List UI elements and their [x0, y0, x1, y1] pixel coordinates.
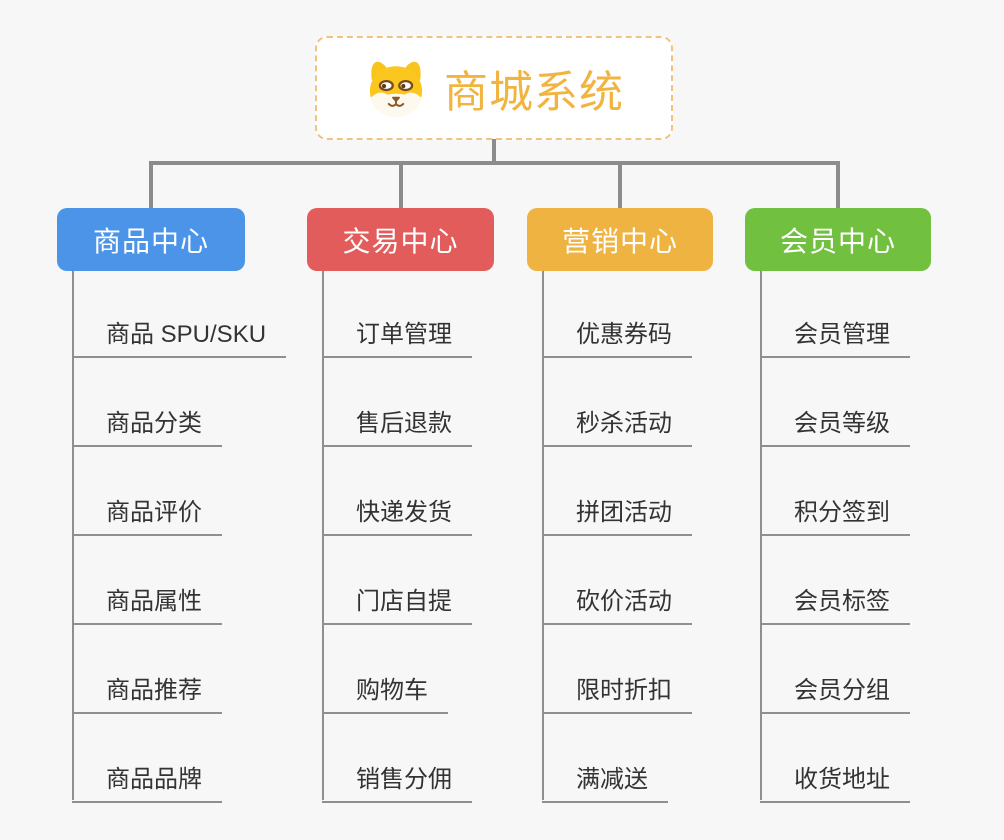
- leaf-item[interactable]: 砍价活动: [542, 585, 692, 625]
- leaf-item[interactable]: 订单管理: [322, 318, 472, 358]
- leaf-item[interactable]: 销售分佣: [322, 763, 472, 803]
- leaf-item[interactable]: 门店自提: [322, 585, 472, 625]
- root-connector-line: [492, 139, 496, 165]
- branch-node-2[interactable]: 营销中心: [527, 208, 713, 271]
- leaf-item[interactable]: 售后退款: [322, 407, 472, 447]
- leaf-item[interactable]: 商品品牌: [72, 763, 222, 803]
- leaf-item[interactable]: 购物车: [322, 674, 448, 714]
- dog-face-icon: [364, 59, 428, 117]
- trunk-line: [149, 161, 840, 165]
- root-node[interactable]: 商城系统: [315, 36, 673, 140]
- leaf-item[interactable]: 会员标签: [760, 585, 910, 625]
- leaf-item[interactable]: 满减送: [542, 763, 668, 803]
- branch-drop-line-0: [149, 161, 153, 208]
- leaf-item[interactable]: 限时折扣: [542, 674, 692, 714]
- leaf-item[interactable]: 会员分组: [760, 674, 910, 714]
- branch-node-1[interactable]: 交易中心: [307, 208, 494, 271]
- branch-drop-line-1: [398, 161, 403, 208]
- leaf-item[interactable]: 会员管理: [760, 318, 910, 358]
- leaf-item[interactable]: 商品评价: [72, 496, 222, 536]
- leaf-item[interactable]: 收货地址: [760, 763, 910, 803]
- leaf-item[interactable]: 商品 SPU/SKU: [72, 318, 287, 358]
- leaf-item[interactable]: 会员等级: [760, 407, 910, 447]
- leaf-item[interactable]: 拼团活动: [542, 496, 692, 536]
- branch-drop-line-2: [618, 161, 622, 208]
- leaf-item[interactable]: 商品分类: [72, 407, 222, 447]
- branch-node-0[interactable]: 商品中心: [57, 208, 245, 271]
- branch-drop-line-3: [836, 161, 840, 208]
- leaf-item[interactable]: 商品推荐: [72, 674, 222, 714]
- leaf-item[interactable]: 商品属性: [72, 585, 222, 625]
- leaf-item[interactable]: 优惠券码: [542, 318, 692, 358]
- root-label: 商城系统: [444, 68, 624, 117]
- leaf-item[interactable]: 积分签到: [760, 496, 910, 536]
- leaf-item[interactable]: 快递发货: [322, 496, 472, 536]
- leaf-item[interactable]: 秒杀活动: [542, 407, 692, 447]
- branch-node-3[interactable]: 会员中心: [745, 208, 931, 271]
